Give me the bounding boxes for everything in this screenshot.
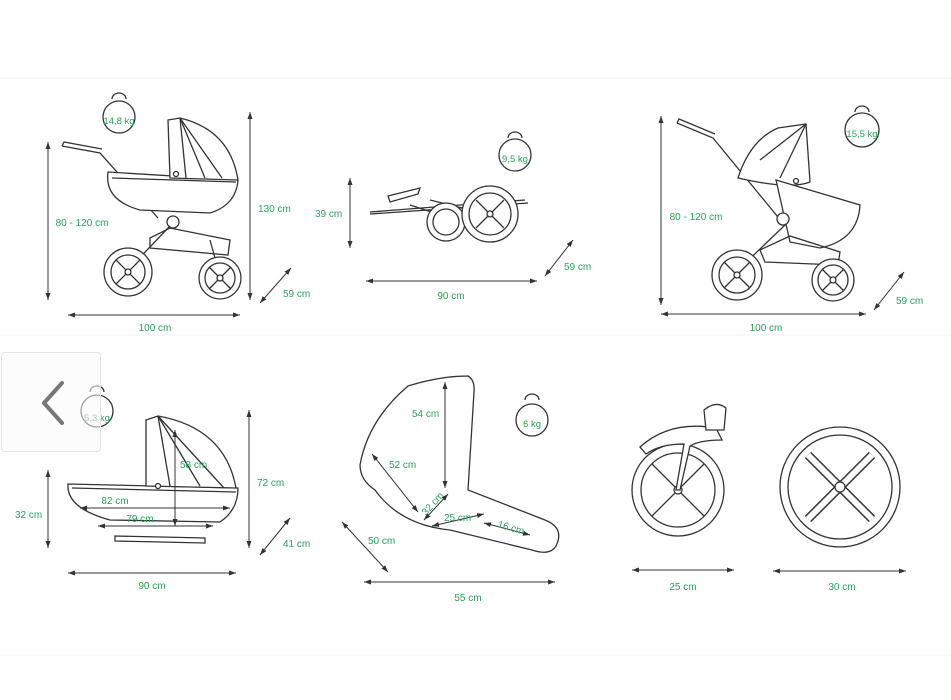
- weight-icon: 9,5 kg: [498, 131, 532, 172]
- carrycot-inner-length-bottom-label: 79 cm: [126, 514, 153, 525]
- seat-width-label: 50 cm: [368, 536, 395, 547]
- pram-height-label: 130 cm: [258, 204, 291, 215]
- stroller-depth-label: 59 cm: [896, 296, 923, 307]
- stroller-length-label: 100 cm: [750, 323, 783, 334]
- chevron-left-icon: [42, 381, 64, 425]
- front-wheel-illustration: [631, 403, 727, 537]
- wheels-panel: 25 cm 30 cm: [631, 403, 906, 593]
- carrycot-depth-label: 41 cm: [283, 539, 310, 550]
- weight-icon: 14,8 kg: [102, 92, 136, 134]
- previous-image-button[interactable]: [1, 352, 101, 452]
- folded-weight: 9,5 kg: [502, 154, 528, 165]
- pram-rear-wheel: [103, 247, 153, 297]
- stroller-handle-height-label: 80 - 120 cm: [670, 212, 723, 223]
- folded-depth-label: 59 cm: [564, 262, 591, 273]
- seat-backrest-height-label: 54 cm: [412, 409, 439, 420]
- pram-front-wheel: [198, 256, 242, 300]
- seat-weight: 6 kg: [523, 419, 541, 430]
- carrycot-length-label: 90 cm: [138, 581, 165, 592]
- folded-length-label: 90 cm: [437, 291, 464, 302]
- stroller-panel: 15,5 kg: [658, 105, 923, 334]
- stroller-front-wheel: [811, 258, 855, 302]
- weight-icon: 6 kg: [515, 393, 549, 437]
- stroller-weight: 15,5 kg: [846, 129, 877, 140]
- seat-panel: 6 kg 54 cm 52 cm 32 cm 25 cm 16 cm 50 cm…: [341, 375, 560, 604]
- background-guides: [0, 77, 951, 656]
- folded-panel: 9,5 kg 39 cm 59 cm 90 cm: [315, 131, 591, 302]
- seat-total-length-label: 55 cm: [454, 593, 481, 604]
- pram-panel: 14,8 kg: [45, 92, 310, 334]
- pram-length-label: 100 cm: [139, 323, 172, 334]
- folded-height-label: 39 cm: [315, 209, 342, 220]
- pram-depth-label: 59 cm: [283, 289, 310, 300]
- carrycot-illustration: [67, 415, 239, 544]
- carrycot-hood-height-label: 58 cm: [180, 460, 207, 471]
- carrycot-outer-height-label: 32 cm: [15, 510, 42, 521]
- folded-frame-illustration: [369, 185, 529, 243]
- pram-weight: 14,8 kg: [103, 116, 134, 127]
- carrycot-inner-length-top-label: 82 cm: [101, 496, 128, 507]
- rear-wheel-illustration: [779, 426, 901, 548]
- seat-length-label: 25 cm: [444, 513, 471, 524]
- seat-backrest-length-label: 52 cm: [389, 460, 416, 471]
- pram-handle-height-label: 80 - 120 cm: [56, 218, 109, 229]
- stroller-rear-wheel: [711, 249, 763, 301]
- rear-wheel-diameter-label: 30 cm: [828, 582, 855, 593]
- stroller-illustration: [676, 118, 861, 302]
- weight-icon: 15,5 kg: [844, 105, 880, 148]
- carrycot-height-label: 72 cm: [257, 478, 284, 489]
- pram-illustration: [61, 117, 242, 300]
- front-wheel-diameter-label: 25 cm: [669, 582, 696, 593]
